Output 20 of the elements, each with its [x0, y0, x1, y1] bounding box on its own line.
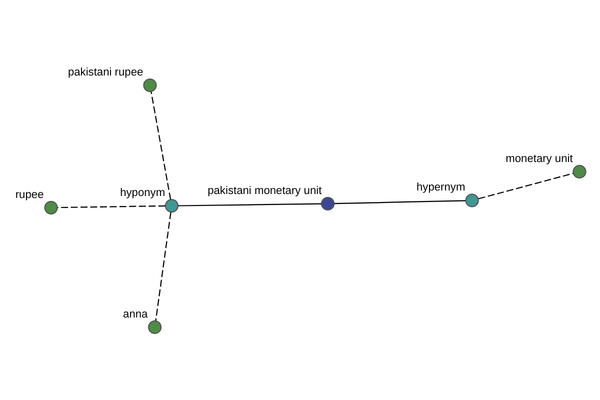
connector	[178, 203, 322, 206]
node-circle	[143, 78, 157, 92]
node-circle	[572, 164, 586, 179]
node-label: monetary unit	[506, 152, 573, 165]
node-label: pakistani rupee	[68, 66, 144, 78]
node-circle	[465, 194, 479, 208]
connector	[478, 172, 574, 200]
connector	[58, 205, 166, 208]
node-circle	[164, 199, 179, 213]
node-circle	[44, 200, 58, 214]
connector	[334, 200, 466, 204]
connector	[150, 92, 172, 200]
node-circle	[321, 196, 335, 211]
node-circle	[148, 320, 162, 334]
node-label: rupee	[15, 188, 44, 201]
node-label: pakistani monetary unit	[208, 184, 322, 197]
connector	[155, 212, 172, 321]
node-label: hyponym	[120, 186, 166, 199]
node-label: hypernym	[416, 182, 466, 194]
node-label: anna	[123, 308, 148, 320]
